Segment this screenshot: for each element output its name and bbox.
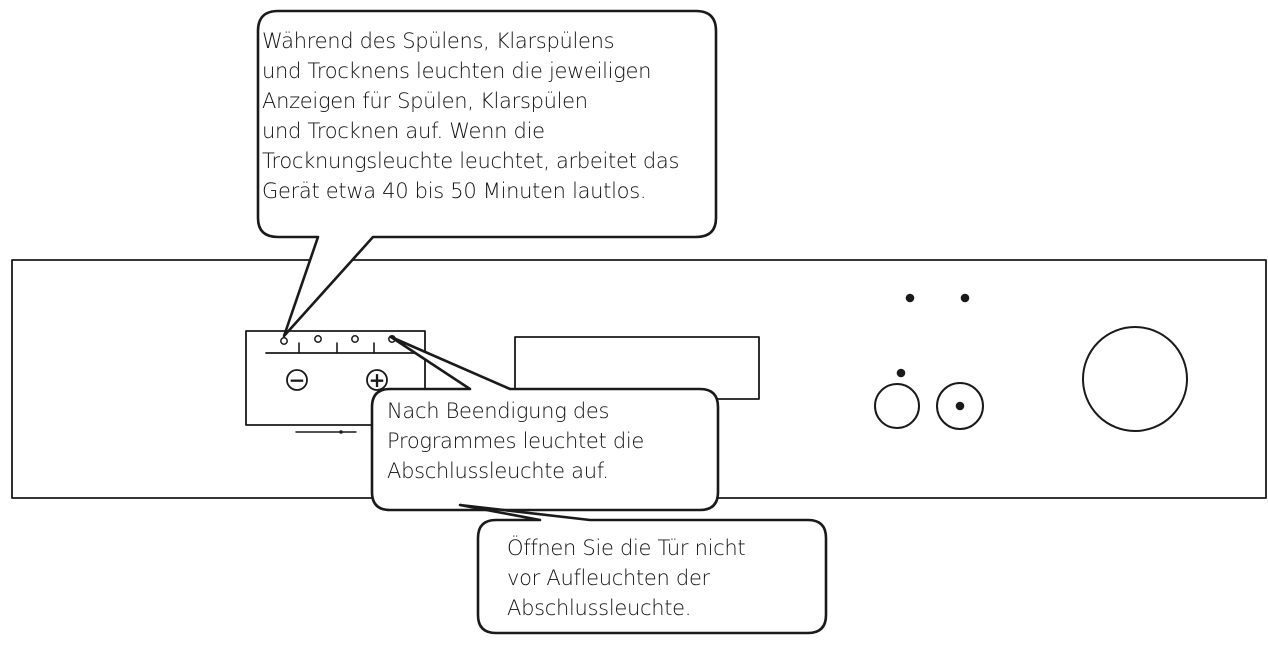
callout-line: Öffnen Sie die Tür nicht [507, 536, 746, 560]
callout-line: Abschlussleuchte. [507, 596, 692, 620]
minus-symbol: − [289, 368, 306, 392]
callout-line: Anzeigen für Spülen, Klarspülen [262, 89, 588, 113]
indicator-light-rinse [314, 335, 322, 343]
callout-bubble-3 [458, 503, 828, 635]
callout-bubble-1 [256, 9, 718, 338]
callout-line: Nach Beendigung des [387, 399, 610, 423]
callout-line: Gerät etwa 40 bis 50 Minuten lautlos. [262, 179, 647, 203]
minus-button[interactable] [286, 369, 308, 391]
callout-line: Trocknungsleuchte leuchtet, arbeitet das [262, 149, 680, 173]
indicator-light-dry [351, 335, 359, 343]
callout-text-end-indicator: Nach Beendigung des Programmes leuchtet … [387, 396, 644, 486]
status-dot-right [960, 293, 970, 303]
power-button[interactable] [874, 383, 920, 429]
start-button[interactable] [936, 382, 984, 430]
start-button-dot [955, 401, 965, 411]
callout-line: Während des Spülens, Klarspülens [262, 29, 615, 53]
callout-text-door-warning: Öffnen Sie die Tür nicht vor Aufleuchten… [507, 533, 746, 623]
callout-line: und Trocknens leuchten die jeweiligen [262, 59, 652, 83]
callout-bubble-2 [370, 335, 720, 512]
callout-line: Abschlussleuchte auf. [387, 459, 609, 483]
callout-text-program-phases: Während des Spülens, Klarspülens und Tro… [262, 26, 679, 206]
program-knob[interactable] [1082, 326, 1188, 432]
module-underline-dot [339, 430, 343, 434]
callout-line: und Trocknen auf. Wenn die [262, 119, 545, 143]
status-dot-left [905, 293, 915, 303]
power-indicator-dot [896, 368, 906, 378]
callout-line: Programmes leuchtet die [387, 429, 645, 453]
callout-line: vor Aufleuchten der [507, 566, 710, 590]
plus-symbol: + [369, 368, 386, 392]
indicator-light-wash [280, 337, 288, 345]
plus-button[interactable] [366, 369, 388, 391]
